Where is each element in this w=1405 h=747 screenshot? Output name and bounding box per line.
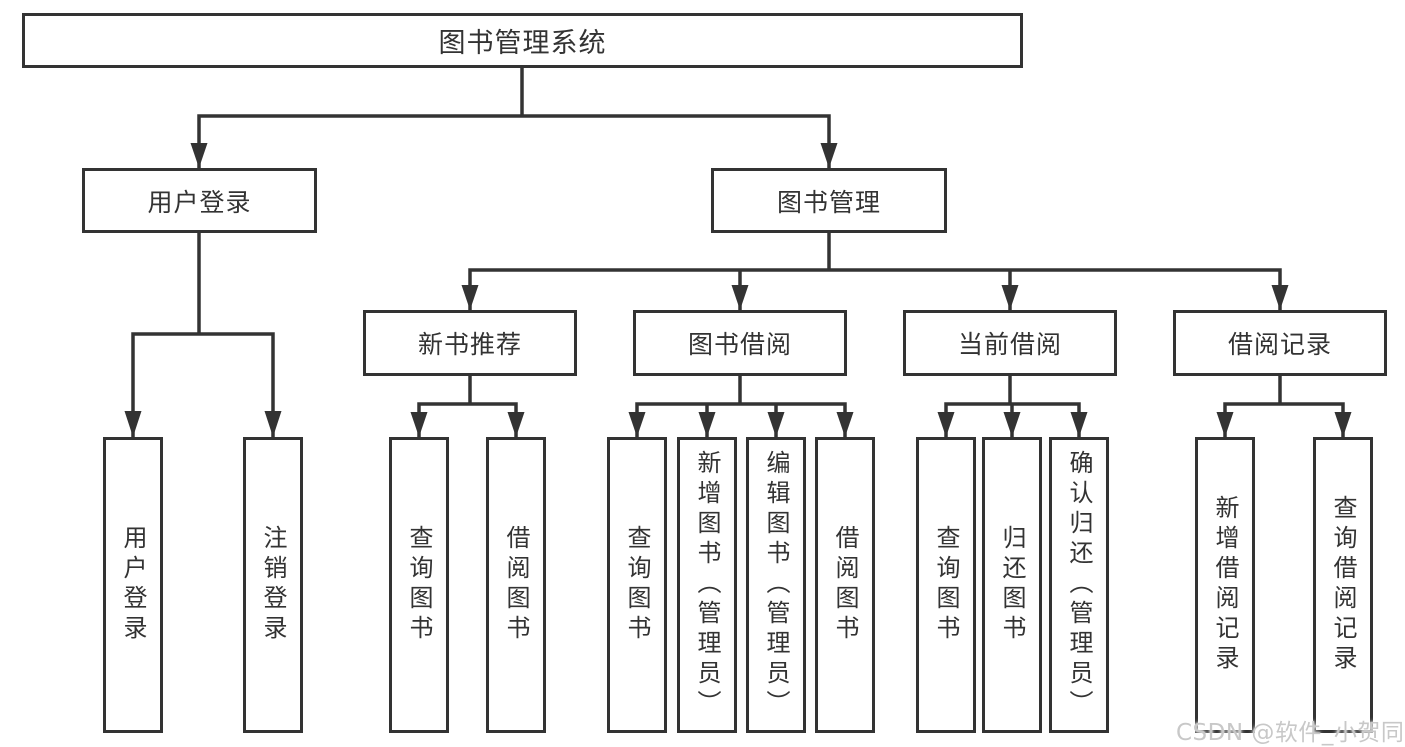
watermark: CSDN @软件_小贺同学	[1176, 720, 1405, 746]
node-leaf-recommend-borrow-books: 借阅图书	[486, 437, 546, 733]
arrowhead-down-icon	[1070, 412, 1088, 437]
arrowhead-down-icon	[264, 411, 282, 437]
node-book-borrow-label: 图书借阅	[687, 330, 792, 359]
node-book-management: 图书管理	[711, 168, 947, 233]
connector-currentborrow-to-leaves	[937, 376, 1088, 437]
node-leaf-logout-label: 注销登录	[259, 525, 287, 645]
node-leaf-cb-query-books-label: 查询图书	[932, 525, 960, 645]
arrowhead-down-icon	[937, 412, 955, 437]
node-leaf-bb-edit-books: 编辑图书（管理员）	[746, 437, 806, 733]
arrowhead-down-icon	[698, 412, 716, 437]
node-current-borrow-label: 当前借阅	[957, 330, 1062, 359]
connector-bookmgmt-to-level3	[461, 233, 1289, 310]
node-leaf-recommend-borrow-books-label: 借阅图书	[502, 525, 530, 645]
node-leaf-bb-add-books: 新增图书（管理员）	[677, 437, 737, 733]
arrowhead-down-icon	[124, 411, 142, 437]
connector-line	[635, 402, 847, 437]
node-root: 图书管理系统	[22, 13, 1023, 68]
node-leaf-recommend-query-books-label: 查询图书	[405, 525, 433, 645]
node-user-login-label: 用户登录	[147, 187, 252, 217]
arrowhead-down-icon	[410, 412, 428, 437]
connector-root-to-level2	[190, 68, 838, 168]
connector-recommend-to-leaves	[410, 376, 525, 437]
arrowhead-down-icon	[628, 412, 646, 437]
arrowhead-down-icon	[507, 412, 525, 437]
arrowhead-down-icon	[767, 412, 785, 437]
arrowhead-down-icon	[836, 412, 854, 437]
node-leaf-logout: 注销登录	[243, 437, 303, 733]
arrowhead-down-icon	[1271, 285, 1289, 310]
node-root-label: 图书管理系统	[438, 28, 607, 59]
node-leaf-cb-confirm-return-label: 确认归还（管理员）	[1065, 450, 1093, 720]
node-user-login: 用户登录	[82, 168, 317, 233]
connector-bookborrow-to-leaves	[628, 376, 854, 437]
node-leaf-recommend-query-books: 查询图书	[389, 437, 449, 733]
node-new-book-recommend: 新书推荐	[363, 310, 577, 376]
node-leaf-records-query: 查询借阅记录	[1313, 437, 1373, 733]
arrowhead-down-icon	[1334, 412, 1352, 437]
node-leaf-cb-return-books-label: 归还图书	[998, 525, 1026, 645]
node-new-book-recommend-label: 新书推荐	[417, 330, 522, 359]
connector-line	[1223, 402, 1345, 437]
node-leaf-records-add-label: 新增借阅记录	[1211, 495, 1239, 675]
arrowhead-down-icon	[461, 285, 479, 310]
node-current-borrow: 当前借阅	[903, 310, 1117, 376]
node-leaf-records-query-label: 查询借阅记录	[1329, 495, 1357, 675]
node-leaf-bb-add-books-label: 新增图书（管理员）	[693, 450, 721, 720]
arrowhead-down-icon	[190, 143, 208, 168]
node-leaf-bb-query-books-label: 查询图书	[623, 525, 651, 645]
node-leaf-cb-confirm-return: 确认归还（管理员）	[1049, 437, 1109, 733]
node-leaf-bb-query-books: 查询图书	[607, 437, 667, 733]
arrowhead-down-icon	[731, 285, 749, 310]
node-borrow-records: 借阅记录	[1173, 310, 1387, 376]
node-book-borrow: 图书借阅	[633, 310, 847, 376]
connector-userlogin-to-leaves	[124, 233, 282, 437]
node-leaf-bb-borrow-books: 借阅图书	[815, 437, 875, 733]
node-leaf-records-add: 新增借阅记录	[1195, 437, 1255, 733]
node-borrow-records-label: 借阅记录	[1227, 330, 1332, 359]
connector-records-to-leaves	[1216, 376, 1352, 437]
connector-line	[468, 268, 1282, 310]
connector-line	[417, 402, 518, 437]
arrowhead-down-icon	[820, 143, 838, 168]
arrowhead-down-icon	[1001, 285, 1019, 310]
node-leaf-cb-query-books: 查询图书	[916, 437, 976, 733]
arrowhead-down-icon	[1216, 412, 1234, 437]
arrowhead-down-icon	[1003, 412, 1021, 437]
connector-line	[131, 332, 275, 437]
node-leaf-bb-borrow-books-label: 借阅图书	[831, 525, 859, 645]
node-leaf-cb-return-books: 归还图书	[982, 437, 1042, 733]
connector-line	[197, 114, 831, 168]
node-leaf-user-login: 用户登录	[103, 437, 163, 733]
node-leaf-user-login-label: 用户登录	[119, 525, 147, 645]
node-leaf-bb-edit-books-label: 编辑图书（管理员）	[762, 450, 790, 720]
node-book-management-label: 图书管理	[776, 187, 881, 217]
